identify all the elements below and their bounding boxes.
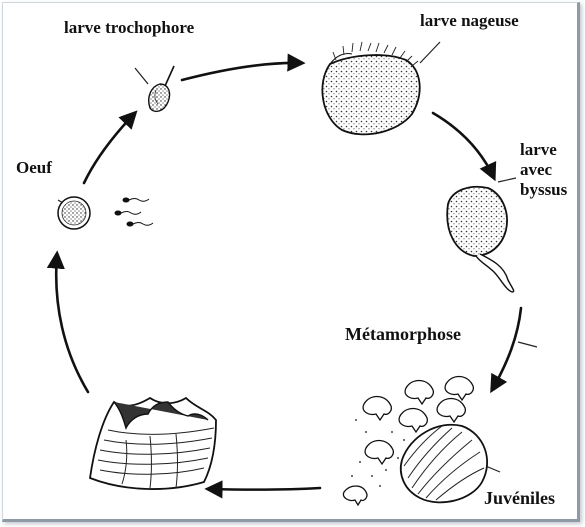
trochophore-larva — [149, 66, 174, 111]
label-larve-trochophore: larve trochophore — [64, 18, 194, 38]
swimming-larva — [322, 42, 419, 134]
leader-trochophore — [135, 68, 148, 84]
label-metamorphose: Métamorphose — [345, 324, 461, 344]
arrow-oeuf-to-trochophore — [84, 113, 135, 183]
juvenile-clam — [401, 425, 487, 503]
label-byssus-line-1: larve — [520, 140, 567, 160]
label-larve-nageuse: larve nageuse — [420, 11, 519, 31]
leader-metamorphose — [518, 342, 537, 347]
arrow-byssus-to-metamorphose — [492, 308, 521, 390]
label-larve-avec-byssus: larve avec byssus — [520, 140, 567, 200]
arrow-trochophore-to-nageuse — [182, 63, 302, 80]
arrow-juveniles-to-adult — [208, 488, 320, 490]
label-byssus-line-3: byssus — [520, 180, 567, 200]
label-oeuf: Oeuf — [16, 158, 52, 178]
label-juveniles: Juvéniles — [484, 488, 555, 508]
sperm-illustration — [115, 198, 153, 226]
leader-byssus — [498, 178, 516, 182]
arrow-adult-to-oeuf — [56, 254, 88, 392]
arrow-nageuse-to-byssus — [433, 113, 494, 178]
adult-giant-clam — [90, 398, 216, 489]
egg-illustration — [58, 197, 90, 229]
label-byssus-line-2: avec — [520, 160, 567, 180]
byssus-larva — [447, 187, 513, 292]
leader-nageuse — [420, 42, 440, 63]
